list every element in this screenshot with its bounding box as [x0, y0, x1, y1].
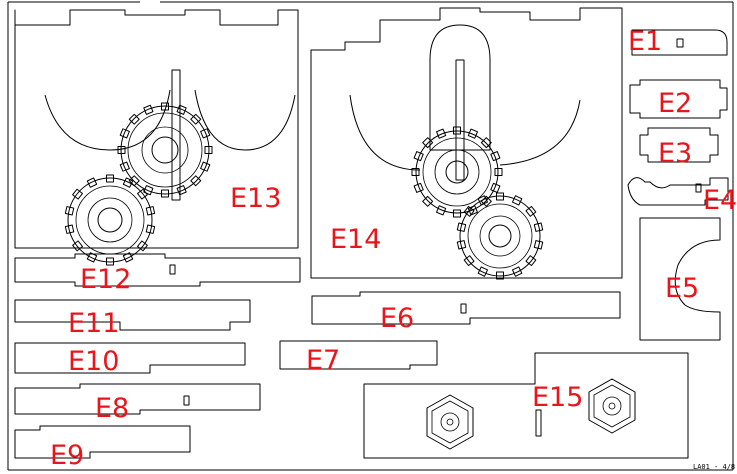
gear-small-E13-tooth: [86, 177, 98, 188]
part-E15-slot: [535, 409, 542, 437]
part-E3-outline: [639, 127, 719, 163]
part-E6-slot: [460, 303, 467, 314]
part-E13: [14, 9, 299, 266]
gear-large-E14-tooth: [413, 182, 424, 193]
part-E13-arc-right: [194, 89, 296, 151]
label-E12: E12: [80, 264, 131, 295]
part-E4-outline: [627, 177, 729, 206]
label-E4: E4: [703, 185, 737, 216]
part-E13-outline: [14, 9, 299, 249]
part-E14-slot: [455, 59, 465, 181]
gear-large-E13-tooth: [143, 185, 154, 196]
label-E10: E10: [68, 346, 119, 377]
label-E7: E7: [306, 345, 340, 376]
gear-small-E14: [456, 192, 544, 280]
part-E4-slot: [695, 183, 702, 193]
part-E14-outline: [310, 7, 623, 279]
part-E15-outline: [363, 352, 689, 459]
part-E2-outline: [629, 79, 728, 119]
part-E13-slot: [171, 69, 181, 201]
gear-large-E14-tooth: [453, 209, 461, 218]
gear-large-E13: [117, 102, 213, 198]
gear-large-E13-tooth: [176, 185, 187, 196]
sheet-code: LA01 - 4/8: [693, 463, 735, 471]
gear-large-E14-tooth: [494, 168, 503, 176]
part-E13-arc-left: [44, 89, 171, 151]
part-E12-outline: [14, 253, 301, 287]
gear-large-E14-tooth: [422, 137, 434, 149]
gear-small-E14-tooth: [477, 266, 489, 277]
gear-small-E13: [64, 174, 156, 266]
part-E8-slot: [183, 395, 190, 406]
part-E15: [363, 352, 689, 459]
part-E8-outline: [14, 383, 261, 415]
part-E1-slot: [676, 38, 684, 48]
part-E12-slot: [169, 264, 176, 275]
gear-large-E14-tooth: [411, 168, 420, 176]
part-E6-outline: [311, 291, 621, 325]
label-E2: E2: [658, 88, 692, 119]
part-E14-housing: [429, 24, 491, 151]
label-E8: E8: [95, 393, 129, 424]
part-E1-outline: [631, 29, 728, 56]
label-E14: E14: [330, 224, 381, 255]
gear-large-E14-tooth: [490, 151, 501, 162]
label-E3: E3: [658, 138, 692, 169]
gear-large-E14: [411, 126, 503, 218]
gear-large-E14-tooth: [422, 195, 434, 207]
label-E13: E13: [230, 183, 281, 214]
part-E11-outline: [14, 299, 251, 331]
gear-large-E14-tooth: [413, 151, 424, 162]
part-E10-outline: [14, 342, 246, 374]
label-E9: E9: [50, 440, 84, 471]
hexagon-right-E15: [588, 378, 636, 434]
gear-large-E14-tooth: [467, 205, 478, 216]
label-E11: E11: [68, 308, 119, 339]
label-E15: E15: [532, 382, 583, 413]
gear-large-E13-tooth: [200, 161, 211, 172]
gear-large-E14-tooth: [467, 128, 478, 139]
label-E6: E6: [380, 303, 414, 334]
label-E5: E5: [665, 273, 699, 304]
part-E5-outline: [639, 217, 721, 341]
part-E9-outline: [14, 425, 191, 459]
label-E1: E1: [628, 26, 662, 57]
gear-large-E14-tooth: [490, 182, 501, 193]
gear-large-E14-tooth: [480, 137, 492, 149]
gear-large-E14-tooth: [453, 126, 461, 135]
gear-small-E14-tooth: [511, 266, 523, 277]
part-E7-outline: [279, 340, 438, 370]
gear-large-E14-tooth: [436, 205, 447, 216]
gear-large-E14-tooth: [436, 128, 447, 139]
sheet-border: [7, 1, 734, 471]
part-E14-arc: [349, 94, 581, 171]
hexagon-left-E15: [426, 394, 474, 450]
part-E14: [310, 7, 623, 280]
